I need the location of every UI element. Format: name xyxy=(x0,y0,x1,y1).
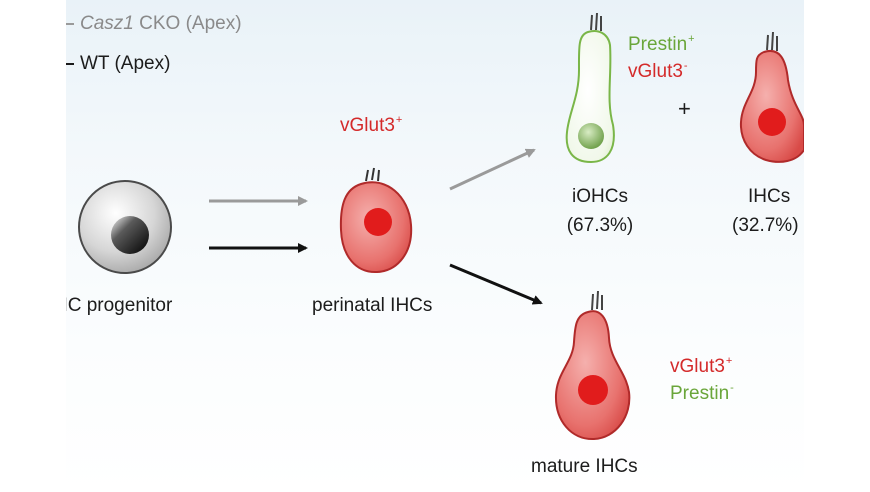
label-ihcs-percent: (32.7%) xyxy=(732,215,799,236)
marker-mature-prestin-name: Prestin xyxy=(670,383,730,404)
marker-mature-prestin-sign: - xyxy=(730,382,734,394)
iohc-cell xyxy=(565,12,615,164)
label-iohcs: iOHCs xyxy=(572,186,628,207)
label-ihcs: IHCs xyxy=(748,186,791,207)
plus-sign: + xyxy=(678,96,691,121)
marker-iohc-prestin-name: Prestin xyxy=(628,34,688,55)
legend-casz1-rest: CKO (Apex) xyxy=(139,13,242,34)
lineage-diagram xyxy=(78,12,804,441)
legend-casz1-line xyxy=(66,23,74,25)
marker-iohc-vglut3-name: vGlut3 xyxy=(628,61,683,82)
label-progenitor: HC progenitor xyxy=(66,295,173,316)
ihc-cell xyxy=(739,31,804,163)
marker-mature-vglut3-name: vGlut3 xyxy=(670,356,725,377)
marker-perinatal-vglut3: vGlut3+ xyxy=(340,114,402,137)
marker-mature-prestin: Prestin- xyxy=(670,382,734,405)
marker-iohc-vglut3: vGlut3- xyxy=(628,60,688,83)
legend-wt: WT (Apex) xyxy=(80,53,171,74)
marker-iohc-prestin: Prestin+ xyxy=(628,33,695,56)
diagram-panel: Casz1 CKO (Apex) WT (Apex) xyxy=(66,0,804,492)
marker-mature-vglut3-sign: + xyxy=(725,355,733,367)
legend-casz1: Casz1 CKO (Apex) xyxy=(80,13,242,35)
legend-casz1-gene: Casz1 xyxy=(80,13,134,34)
legend-wt-line xyxy=(66,63,74,65)
marker-iohc-vglut3-sign: - xyxy=(683,60,688,72)
label-iohcs-percent: (67.3%) xyxy=(566,215,634,236)
arrow-black-to-mature xyxy=(449,263,543,305)
label-perinatal-ihcs: perinatal IHCs xyxy=(312,295,433,316)
perinatal-ihc-cell xyxy=(339,167,413,274)
marker-perinatal-vglut3-name: vGlut3 xyxy=(340,115,395,136)
mature-ihc-cell xyxy=(554,290,631,441)
marker-iohc-prestin-sign: + xyxy=(688,33,695,45)
label-mature-ihcs: mature IHCs xyxy=(531,456,638,477)
marker-mature-vglut3: vGlut3+ xyxy=(670,355,732,378)
marker-perinatal-vglut3-sign: + xyxy=(395,114,403,126)
arrow-gray-to-iohc xyxy=(449,148,536,191)
progenitor-cell xyxy=(78,180,172,274)
